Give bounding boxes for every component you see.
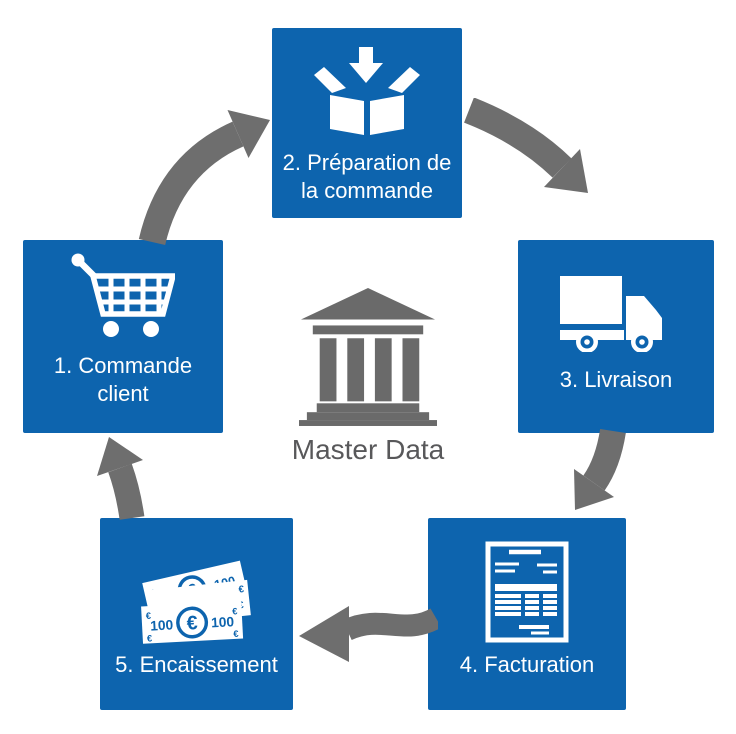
step-facturation: 4. Facturation (428, 518, 626, 710)
step-encaissement: € € 100 € € € € € € 100 100 € 5. (100, 518, 293, 710)
arrow-step4-to-step5 (299, 606, 438, 662)
master-data-label: Master Data (291, 434, 445, 465)
delivery-truck-icon (560, 276, 662, 353)
svg-text:€: € (237, 584, 244, 596)
open-box-icon (314, 46, 420, 135)
step-commande-client: 1. Commande client (23, 240, 223, 433)
svg-text:€: € (186, 613, 198, 636)
svg-text:€: € (231, 607, 238, 617)
shopping-cart-icon (71, 253, 175, 337)
arrow-step1-to-step2 (138, 110, 270, 246)
svg-text:€: € (146, 634, 153, 644)
svg-text:100: 100 (210, 615, 234, 631)
arrow-step5-to-step1 (97, 437, 145, 520)
truck-wheel (631, 331, 653, 353)
step-label: 5. Encaissement (115, 652, 278, 678)
step-label: 4. Facturation (459, 652, 595, 678)
bank-icon (299, 287, 437, 426)
svg-text:€: € (233, 629, 240, 639)
arrow-step3-to-step4 (574, 428, 626, 510)
step-preparation-commande: 2. Préparation de la commande (272, 28, 462, 218)
banknote-front: € € € € 100 100 € (140, 601, 243, 645)
step-label: 3. Livraison (559, 367, 673, 393)
svg-text:€: € (145, 611, 152, 621)
arrow-step2-to-step3 (463, 98, 588, 193)
svg-text:100: 100 (149, 618, 173, 634)
step-label: 2. Préparation de la commande (282, 149, 452, 204)
master-data-hub: Master Data (288, 286, 448, 466)
step-label: 1. Commande client (53, 352, 193, 407)
euro-banknotes-icon: € € 100 € € € € € € 100 100 € (140, 561, 251, 645)
truck-wheel (576, 331, 598, 353)
invoice-table-rows (495, 594, 557, 617)
step-livraison: 3. Livraison (518, 240, 714, 433)
invoice-icon (485, 541, 569, 643)
